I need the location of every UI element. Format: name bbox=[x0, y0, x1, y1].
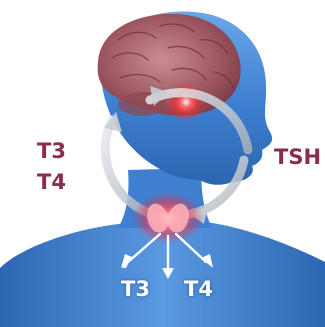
t4-label-left: T4 bbox=[37, 172, 66, 193]
t3-label-left: T3 bbox=[37, 141, 66, 162]
t4-label-bottom: T4 bbox=[184, 279, 213, 300]
tsh-label: TSH bbox=[274, 147, 321, 168]
t3-label-bottom: T3 bbox=[121, 279, 150, 300]
pituitary-glow bbox=[166, 82, 206, 122]
